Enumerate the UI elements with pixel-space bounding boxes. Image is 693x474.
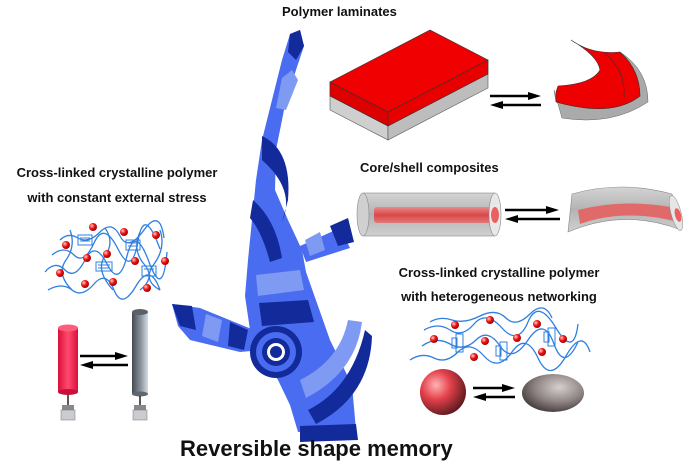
- crosslink-beads: [56, 223, 169, 292]
- laminate-flat-icon: [329, 29, 489, 141]
- red-sphere-icon: [420, 369, 466, 415]
- crosslink-beads: [430, 316, 567, 361]
- reversible-arrows-icon: [505, 206, 560, 223]
- shape-memory-tree-icon: [172, 30, 372, 442]
- label-polymer-laminates: Polymer laminates: [282, 4, 397, 19]
- reversible-arrows-icon: [490, 92, 541, 109]
- label-hetero-line2: with heterogeneous networking: [401, 289, 597, 304]
- label-stress-line2: with constant external stress: [27, 190, 207, 205]
- core-shell-straight-icon: [356, 192, 502, 237]
- label-stress-line1: Cross-linked crystalline polymer: [16, 165, 218, 180]
- figure-title: Reversible shape memory: [180, 436, 453, 461]
- red-cylinder-icon: [58, 324, 78, 421]
- grey-cylinder-icon: [132, 309, 148, 421]
- polymer-network-stress-icon: [44, 220, 168, 300]
- polymer-network-heterogeneous-icon: [409, 307, 591, 372]
- label-hetero-line1: Cross-linked crystalline polymer: [398, 265, 600, 280]
- label-core-shell: Core/shell composites: [360, 160, 499, 175]
- grey-ellipsoid-icon: [522, 374, 584, 412]
- reversible-arrows-icon: [473, 384, 515, 401]
- laminate-curved-icon: [553, 39, 649, 121]
- core-shell-bent-icon: [567, 186, 683, 233]
- reversible-arrows-icon: [80, 352, 128, 369]
